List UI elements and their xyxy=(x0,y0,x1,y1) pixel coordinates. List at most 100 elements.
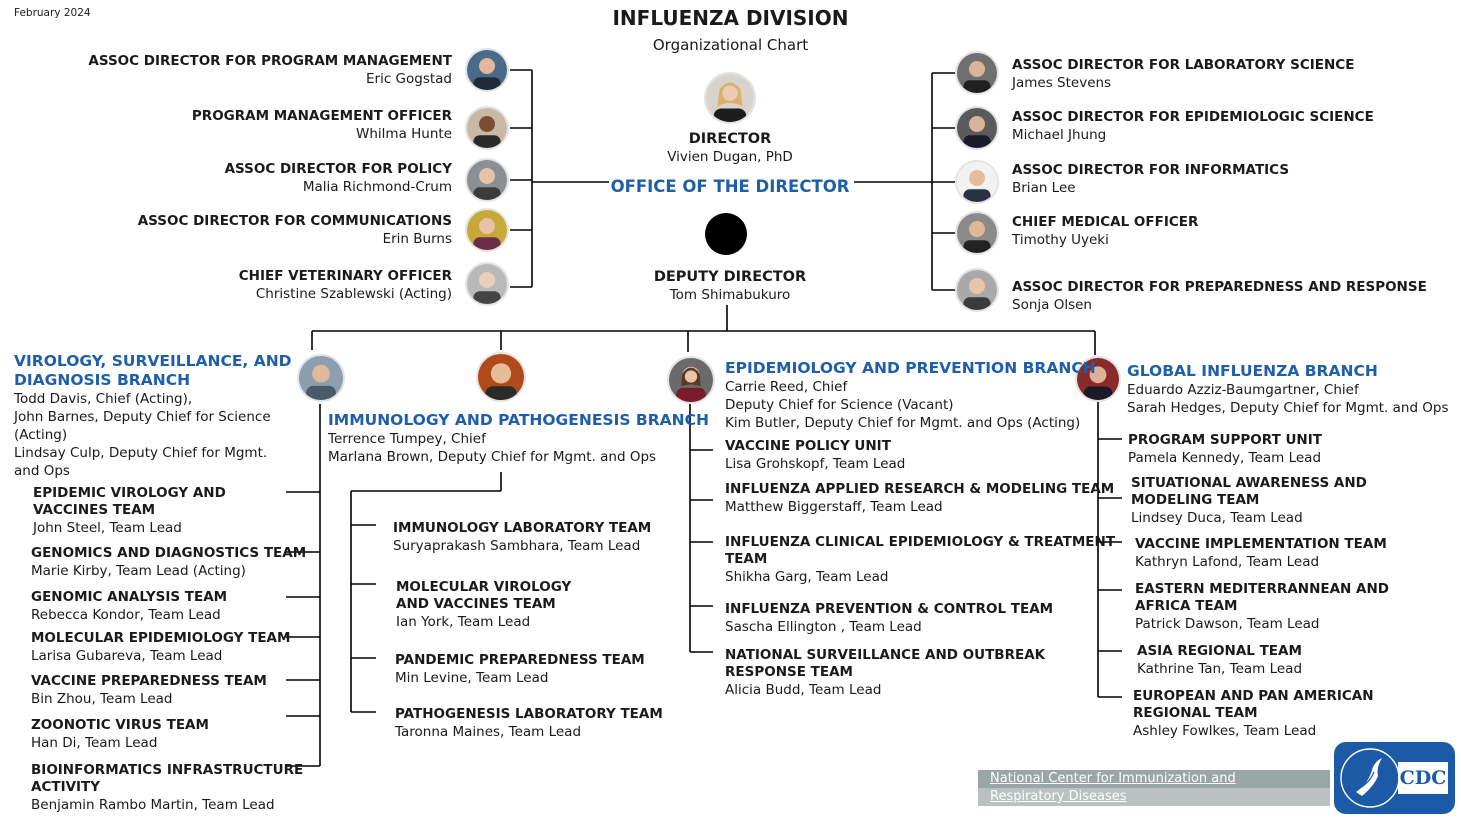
staff-photo xyxy=(465,158,509,202)
branch-name: IMMUNOLOGY AND PATHOGENESIS BRANCH xyxy=(328,411,709,429)
left-staff-name: Whilma Hunte xyxy=(356,126,452,142)
team-lead: Patrick Dawson, Team Lead xyxy=(1135,616,1320,632)
staff-photo xyxy=(955,106,999,150)
team-name: INFLUENZA PREVENTION & CONTROL TEAM xyxy=(725,601,1054,617)
team-name: PANDEMIC PREPAREDNESS TEAM xyxy=(395,652,645,668)
branch-chief-photo xyxy=(476,352,526,402)
staff-photo xyxy=(465,48,509,92)
team-name: EPIDEMIC VIROLOGY AND xyxy=(33,485,226,501)
deputy-photo-placeholder xyxy=(705,213,747,255)
team-lead: Han Di, Team Lead xyxy=(31,735,158,751)
team-lead: Lisa Grohskopf, Team Lead xyxy=(725,456,906,472)
team-lead: Marie Kirby, Team Lead (Acting) xyxy=(31,563,246,579)
branch-leader: Kim Butler, Deputy Chief for Mgmt. and O… xyxy=(725,415,1081,431)
team-lead: Taronna Maines, Team Lead xyxy=(395,724,582,740)
branch-leader: and Ops xyxy=(14,463,70,479)
team-lead: Matthew Biggerstaff, Team Lead xyxy=(725,499,943,515)
left-staff-name: Malia Richmond-Crum xyxy=(302,179,452,195)
branch-leader: Terrence Tumpey, Chief xyxy=(328,431,486,447)
team-name: RESPONSE TEAM xyxy=(725,664,853,680)
team-name: GENOMICS AND DIAGNOSTICS TEAM xyxy=(31,545,307,561)
team-name: MODELING TEAM xyxy=(1131,492,1260,508)
team-name: ZOONOTIC VIRUS TEAM xyxy=(31,717,209,733)
branch-leader: Carrie Reed, Chief xyxy=(725,379,848,395)
team-name: GENOMIC ANALYSIS TEAM xyxy=(31,589,228,605)
left-staff-title: ASSOC DIRECTOR FOR PROGRAM MANAGEMENT xyxy=(88,53,452,69)
deputy-name: Tom Shimabukuro xyxy=(669,287,791,303)
team-lead: Rebecca Kondor, Team Lead xyxy=(31,607,221,623)
team-name: AFRICA TEAM xyxy=(1135,598,1238,614)
staff-photo xyxy=(955,211,999,255)
team-name: IMMUNOLOGY LABORATORY TEAM xyxy=(393,520,652,536)
team-lead: Suryaprakash Sambhara, Team Lead xyxy=(393,538,641,554)
team-name: VACCINES TEAM xyxy=(33,502,156,518)
right-staff-title: CHIEF MEDICAL OFFICER xyxy=(1012,214,1199,230)
staff-photo xyxy=(465,106,509,150)
branch-leader: Lindsay Culp, Deputy Chief for Mgmt. xyxy=(14,445,268,461)
team-lead: Lindsey Duca, Team Lead xyxy=(1131,510,1303,526)
staff-photo xyxy=(955,160,999,204)
left-staff-title: CHIEF VETERINARY OFFICER xyxy=(238,268,452,284)
team-name: INFLUENZA APPLIED RESEARCH & MODELING TE… xyxy=(725,481,1115,497)
team-name: MOLECULAR EPIDEMIOLOGY TEAM xyxy=(31,630,291,646)
team-lead: Shikha Garg, Team Lead xyxy=(725,569,889,585)
branch-leader: Marlana Brown, Deputy Chief for Mgmt. an… xyxy=(328,449,657,465)
report-date: February 2024 xyxy=(14,7,91,19)
page-title: INFLUENZA DIVISION xyxy=(612,6,849,30)
right-staff-name: James Stevens xyxy=(1012,75,1112,91)
cdc-logo-text: CDC xyxy=(1399,767,1447,789)
left-staff-title: PROGRAM MANAGEMENT OFFICER xyxy=(191,108,452,124)
team-name: SITUATIONAL AWARENESS AND xyxy=(1131,475,1367,491)
team-lead: Bin Zhou, Team Lead xyxy=(31,691,173,707)
staff-photo xyxy=(955,51,999,95)
team-lead: Alicia Budd, Team Lead xyxy=(725,682,882,698)
team-name: ACTIVITY xyxy=(31,779,101,795)
right-staff-title: ASSOC DIRECTOR FOR INFORMATICS xyxy=(1012,162,1290,178)
team-name: VACCINE PREPAREDNESS TEAM xyxy=(31,673,267,689)
team-name: MOLECULAR VIROLOGY xyxy=(396,579,572,595)
team-lead: Ashley Fowlkes, Team Lead xyxy=(1133,723,1317,739)
cdc-logo: CDC xyxy=(1334,742,1455,814)
staff-photo xyxy=(955,268,999,312)
branch-name: GLOBAL INFLUENZA BRANCH xyxy=(1127,362,1378,380)
team-lead: John Steel, Team Lead xyxy=(33,520,182,536)
right-staff-name: Sonja Olsen xyxy=(1012,297,1092,313)
team-name: INFLUENZA CLINICAL EPIDEMIOLOGY & TREATM… xyxy=(725,534,1116,550)
center-name-line1: National Center for Immunization and xyxy=(978,770,1330,788)
team-lead: Sascha Ellington , Team Lead xyxy=(725,619,922,635)
branch-leader: John Barnes, Deputy Chief for Science xyxy=(14,409,271,425)
left-staff-name: Eric Gogstad xyxy=(365,71,452,87)
left-staff-title: ASSOC DIRECTOR FOR POLICY xyxy=(224,161,452,177)
branch-leader: Eduardo Azziz-Baumgartner, Chief xyxy=(1127,382,1359,398)
office-of-the-director: OFFICE OF THE DIRECTOR xyxy=(610,177,850,196)
team-name: AND VACCINES TEAM xyxy=(396,596,556,612)
left-staff-name: Christine Szablewski (Acting) xyxy=(255,286,452,302)
team-name: VACCINE POLICY UNIT xyxy=(725,438,891,454)
team-name: EUROPEAN AND PAN AMERICAN xyxy=(1133,688,1374,704)
team-lead: Kathryn Lafond, Team Lead xyxy=(1135,554,1320,570)
right-staff-name: Timothy Uyeki xyxy=(1012,232,1109,248)
team-lead: Pamela Kennedy, Team Lead xyxy=(1128,450,1322,466)
director-name: Vivien Dugan, PhD xyxy=(667,149,793,165)
left-staff-title: ASSOC DIRECTOR FOR COMMUNICATIONS xyxy=(137,213,452,229)
staff-photo xyxy=(465,208,509,252)
branch-chief-photo xyxy=(1075,356,1121,402)
deputy-title: DEPUTY DIRECTOR xyxy=(653,269,807,285)
left-staff-name: Erin Burns xyxy=(382,231,452,247)
team-name: REGIONAL TEAM xyxy=(1133,705,1258,721)
branch-leader: (Acting) xyxy=(14,427,68,443)
team-lead: Kathrine Tan, Team Lead xyxy=(1137,661,1303,677)
center-name-line2: Respiratory Diseases xyxy=(978,788,1330,806)
branch-leader: Deputy Chief for Science (Vacant) xyxy=(725,397,954,413)
team-lead: Benjamin Rambo Martin, Team Lead xyxy=(31,797,275,813)
branch-name: DIAGNOSIS BRANCH xyxy=(14,371,191,389)
branch-leader: Sarah Hedges, Deputy Chief for Mgmt. and… xyxy=(1127,400,1449,416)
team-name: BIOINFORMATICS INFRASTRUCTURE xyxy=(31,762,304,778)
branch-leader: Todd Davis, Chief (Acting), xyxy=(14,391,193,407)
branch-name: VIROLOGY, SURVEILLANCE, AND xyxy=(14,352,292,370)
right-staff-title: ASSOC DIRECTOR FOR EPIDEMIOLOGIC SCIENCE xyxy=(1012,109,1374,125)
branch-chief-photo xyxy=(667,356,715,404)
hhs-eagle-icon xyxy=(1340,748,1448,808)
branch-name: EPIDEMIOLOGY AND PREVENTION BRANCH xyxy=(725,359,1096,377)
team-name: EASTERN MEDITERRANNEAN AND xyxy=(1135,581,1389,597)
